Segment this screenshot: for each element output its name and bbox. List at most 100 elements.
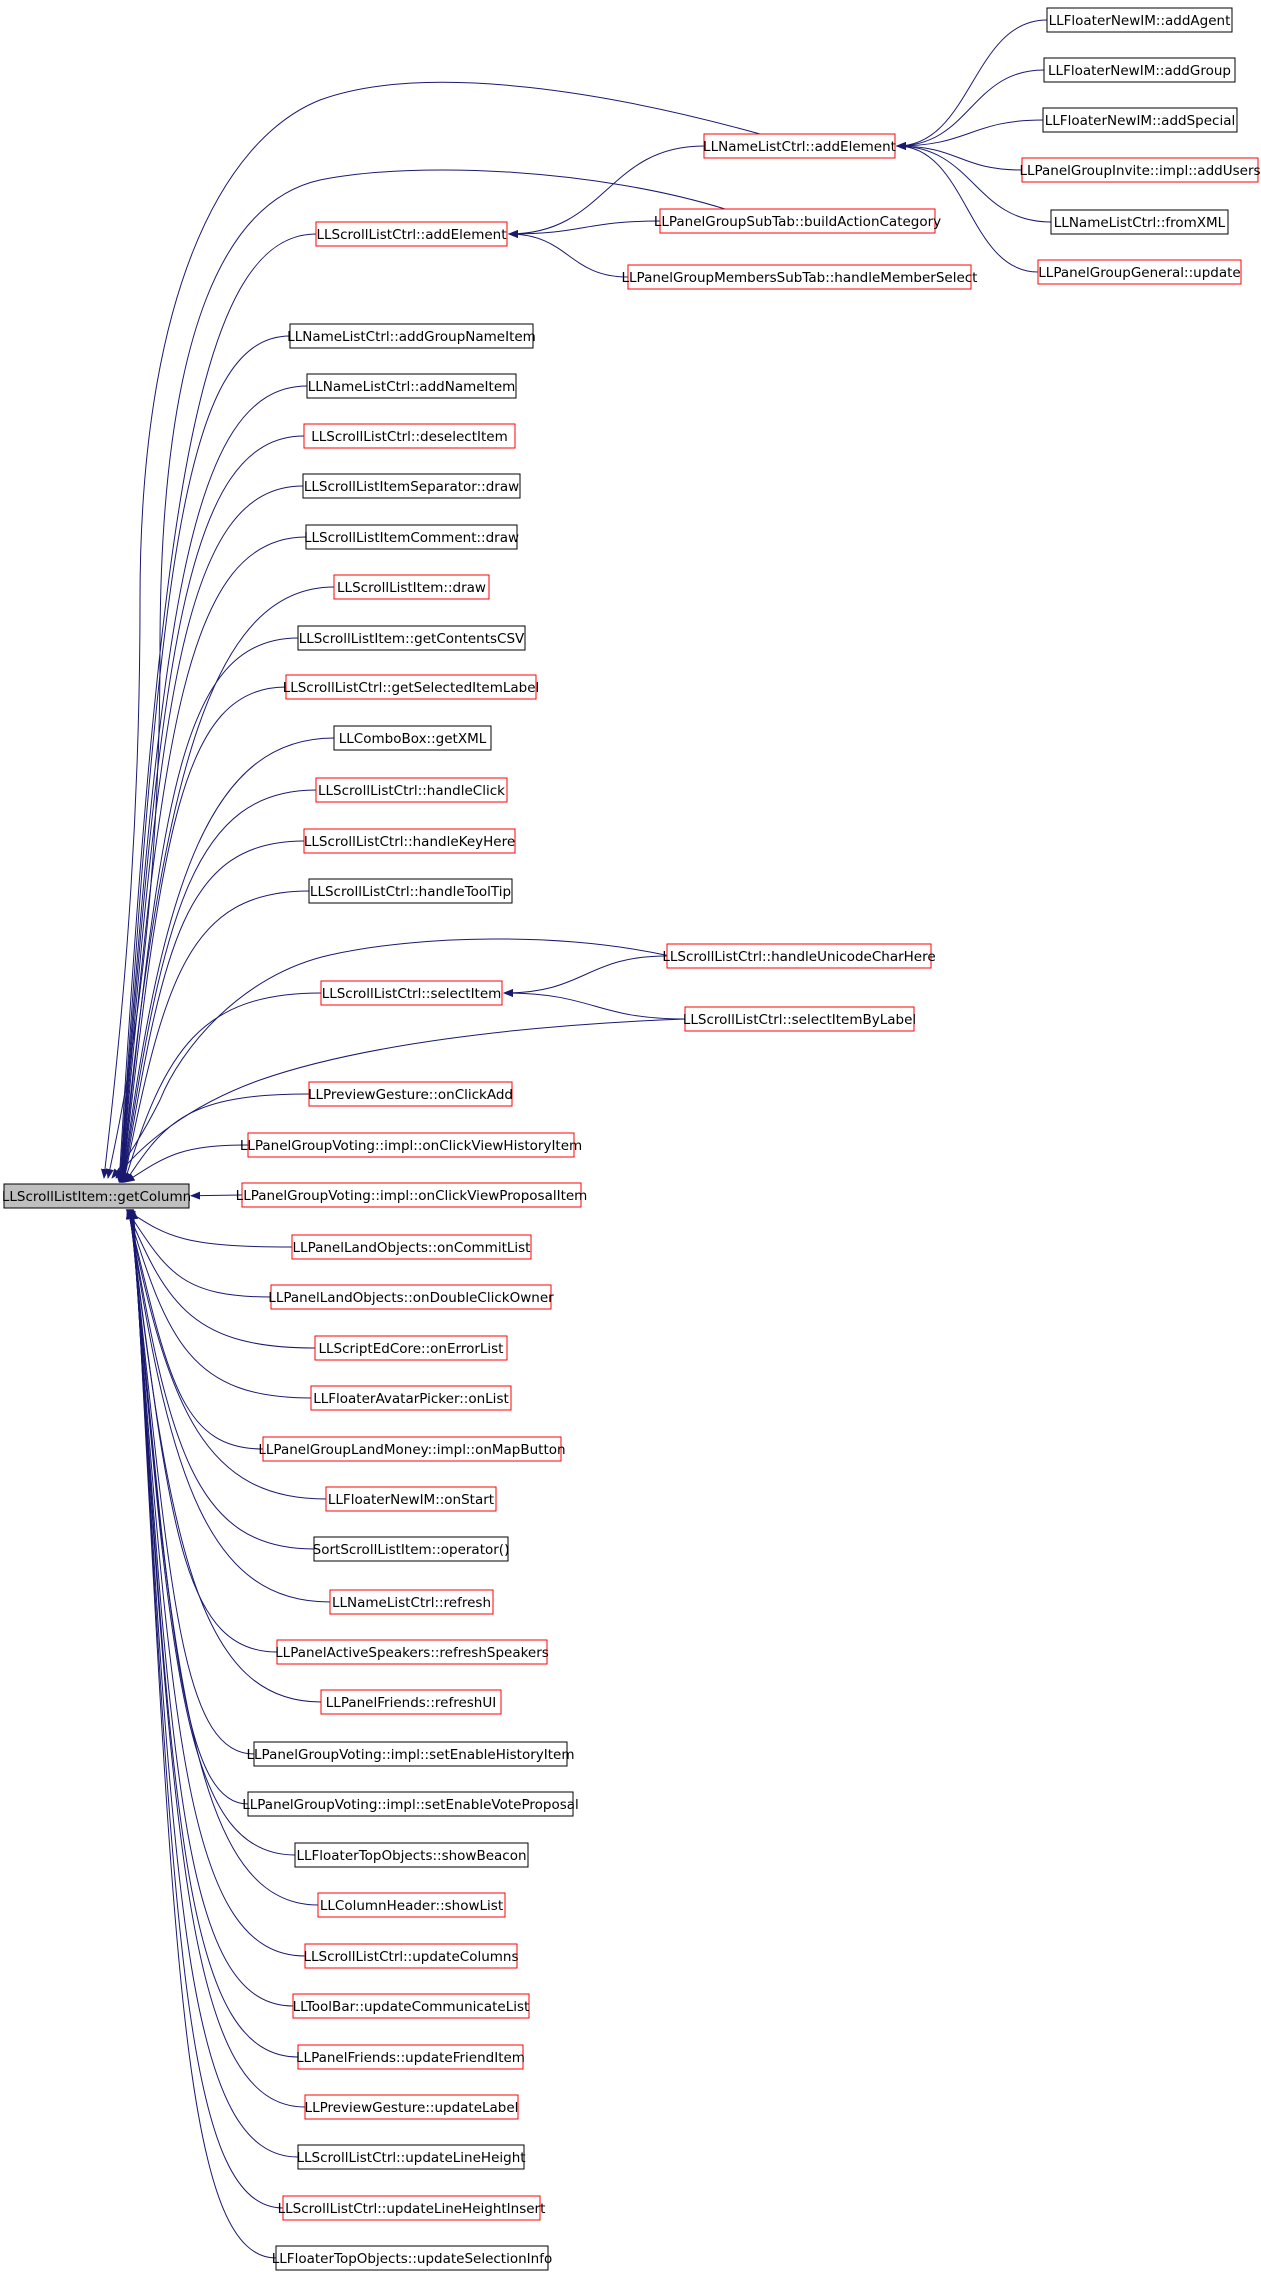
- edge-sc_selectByLabel-to-root: [115, 1018, 686, 1179]
- node-pf_refreshUI[interactable]: LLPanelFriends::refreshUI: [320, 1689, 502, 1715]
- node-pgst_build[interactable]: LLPanelGroupSubTab::buildActionCategory: [654, 208, 941, 234]
- node-label: LLNameListCtrl::fromXML: [1054, 215, 1226, 231]
- node-fim_addAgent[interactable]: LLFloaterNewIM::addAgent: [1046, 7, 1233, 33]
- node-sc_selectByLabel[interactable]: LLScrollListCtrl::selectItemByLabel: [683, 1006, 916, 1032]
- node-plo_commit[interactable]: LLPanelLandObjects::onCommitList: [291, 1234, 532, 1260]
- node-box: [1043, 57, 1236, 83]
- node-fto_selInfo[interactable]: LLFloaterTopObjects::updateSelectionInfo: [272, 2245, 552, 2271]
- node-sc_handleClick[interactable]: LLScrollListCtrl::handleClick: [315, 777, 508, 803]
- node-label: LLScrollListCtrl::selectItem: [322, 986, 502, 1002]
- edge-sc_lineHeight-to-root: [129, 1209, 299, 2158]
- node-sc_lineHeight[interactable]: LLScrollListCtrl::updateLineHeight: [296, 2144, 526, 2170]
- node-label: LLPanelLandObjects::onDoubleClickOwner: [268, 1290, 554, 1306]
- node-pglm_onMap[interactable]: LLPanelGroupLandMoney::impl::onMapButton: [258, 1436, 566, 1462]
- node-pas_refresh[interactable]: LLPanelActiveSpeakers::refreshSpeakers: [275, 1639, 549, 1665]
- node-box: [297, 2044, 524, 2070]
- node-label: LLScrollListCtrl::deselectItem: [311, 429, 507, 445]
- node-pgg_update[interactable]: LLPanelGroupGeneral::update: [1037, 259, 1242, 285]
- node-label: LLComboBox::getXML: [339, 731, 487, 747]
- node-nl_addNameItem[interactable]: LLNameListCtrl::addNameItem: [306, 373, 517, 399]
- node-box: [659, 208, 936, 234]
- node-box: [1037, 259, 1242, 285]
- node-fap_onList[interactable]: LLFloaterAvatarPicker::onList: [310, 1385, 512, 1411]
- edge-nl_refresh-to-root: [126, 1209, 331, 1603]
- node-fim_addGroup[interactable]: LLFloaterNewIM::addGroup: [1043, 57, 1236, 83]
- edge-pg_onClickAdd-to-root: [124, 1093, 310, 1183]
- node-box: [304, 2094, 519, 2120]
- node-box: [291, 1234, 532, 1260]
- node-label: LLScrollListCtrl::handleUnicodeCharHere: [662, 949, 935, 965]
- node-nl_addGroupNameItem[interactable]: LLNameListCtrl::addGroupNameItem: [287, 323, 536, 349]
- node-box: [3, 1183, 190, 1209]
- node-sc_handleKey[interactable]: LLScrollListCtrl::handleKeyHere: [303, 828, 516, 854]
- edge-sc_handleClick-to-root: [120, 789, 317, 1183]
- node-box: [297, 625, 526, 651]
- node-plo_dblclick[interactable]: LLPanelLandObjects::onDoubleClickOwner: [268, 1284, 554, 1310]
- node-sc_handleUnicode[interactable]: LLScrollListCtrl::handleUnicodeCharHere: [662, 943, 936, 969]
- node-box: [666, 943, 932, 969]
- node-label: LLPanelActiveSpeakers::refreshSpeakers: [275, 1645, 549, 1661]
- node-box: [314, 1335, 508, 1361]
- node-sep_draw[interactable]: LLScrollListItemSeparator::draw: [302, 473, 521, 499]
- node-sec_onError[interactable]: LLScriptEdCore::onErrorList: [314, 1335, 508, 1361]
- node-box: [270, 1284, 552, 1310]
- node-label: LLScriptEdCore::onErrorList: [319, 1341, 504, 1357]
- node-pgv_viewProposal[interactable]: LLPanelGroupVoting::impl::onClickViewPro…: [236, 1182, 588, 1208]
- edge-sc_lineHeightIns-to-root: [129, 1209, 284, 2209]
- edge-tb_updateComm-to-root: [128, 1209, 294, 2007]
- node-box: [627, 264, 972, 290]
- node-label: LLFloaterNewIM::addGroup: [1048, 63, 1231, 79]
- node-sc_selectItem[interactable]: LLScrollListCtrl::selectItem: [320, 980, 503, 1006]
- edge-sc_getSelLabel-to-root: [119, 686, 287, 1183]
- node-sc_lineHeightIns[interactable]: LLScrollListCtrl::updateLineHeightInsert: [278, 2195, 546, 2221]
- node-nl_refresh[interactable]: LLNameListCtrl::refresh: [329, 1589, 494, 1615]
- node-box: [297, 2144, 525, 2170]
- node-label: LLNameListCtrl::addNameItem: [308, 379, 516, 395]
- edge-pgv_viewProposal-to-root: [190, 1191, 243, 1200]
- node-pgv_enableHistory[interactable]: LLPanelGroupVoting::impl::setEnableHisto…: [247, 1741, 575, 1767]
- node-cb_getXML[interactable]: LLComboBox::getXML: [333, 725, 492, 751]
- node-box: [320, 1689, 502, 1715]
- node-label: LLPanelGroupGeneral::update: [1038, 265, 1240, 281]
- node-label: LLScrollListItem::getContentsCSV: [299, 631, 525, 647]
- node-pgv_viewHistory[interactable]: LLPanelGroupVoting::impl::onClickViewHis…: [240, 1132, 582, 1158]
- node-sc_updateColumns[interactable]: LLScrollListCtrl::updateColumns: [303, 1943, 519, 1969]
- node-pgms_handle[interactable]: LLPanelGroupMembersSubTab::handleMemberS…: [622, 264, 978, 290]
- node-fto_beacon[interactable]: LLFloaterTopObjects::showBeacon: [294, 1842, 529, 1868]
- node-pgi_addUsers[interactable]: LLPanelGroupInvite::impl::addUsers: [1019, 157, 1261, 183]
- node-pgv_enableVote[interactable]: LLPanelGroupVoting::impl::setEnableVoteP…: [242, 1791, 579, 1817]
- node-root[interactable]: LLScrollListItem::getColumn: [2, 1183, 191, 1209]
- node-box: [304, 1943, 518, 1969]
- node-box: [315, 221, 508, 247]
- node-nl_fromXML[interactable]: LLNameListCtrl::fromXML: [1050, 209, 1229, 235]
- node-label: LLScrollListCtrl::handleToolTip: [310, 884, 511, 900]
- edge-fim_addAgent-to-nl_addElement: [896, 19, 1048, 150]
- node-tb_updateComm[interactable]: LLToolBar::updateCommunicateList: [292, 1993, 530, 2019]
- node-sort_op[interactable]: SortScrollListItem::operator(): [313, 1536, 510, 1562]
- node-box: [317, 1892, 506, 1918]
- node-ch_showList[interactable]: LLColumnHeader::showList: [317, 1892, 506, 1918]
- edge-cb_getXML-to-root: [119, 737, 335, 1183]
- edge-sep_draw-to-root: [117, 485, 304, 1183]
- node-box: [1050, 209, 1229, 235]
- node-nl_addElement[interactable]: LLNameListCtrl::addElement: [703, 133, 896, 159]
- node-item_draw[interactable]: LLScrollListItem::draw: [333, 574, 490, 600]
- node-sc_handleTip[interactable]: LLScrollListCtrl::handleToolTip: [308, 878, 513, 904]
- node-sc_deselectItem[interactable]: LLScrollListCtrl::deselectItem: [303, 423, 516, 449]
- node-box: [313, 1536, 509, 1562]
- node-box: [325, 1486, 497, 1512]
- node-sc_addElement[interactable]: LLScrollListCtrl::addElement: [315, 221, 508, 247]
- node-pf_updateFriend[interactable]: LLPanelFriends::updateFriendItem: [296, 2044, 525, 2070]
- node-label: LLScrollListCtrl::handleKeyHere: [304, 834, 515, 850]
- node-fim_addSpecial[interactable]: LLFloaterNewIM::addSpecial: [1042, 107, 1238, 133]
- edge-nl_fromXML-to-nl_addElement: [896, 142, 1052, 223]
- node-label: LLFloaterNewIM::addAgent: [1049, 13, 1231, 29]
- node-pg_onClickAdd[interactable]: LLPreviewGesture::onClickAdd: [308, 1081, 513, 1107]
- node-cmt_draw[interactable]: LLScrollListItemComment::draw: [304, 524, 519, 550]
- node-fim_onStart[interactable]: LLFloaterNewIM::onStart: [325, 1486, 497, 1512]
- node-item_csv[interactable]: LLScrollListItem::getContentsCSV: [297, 625, 526, 651]
- node-label: LLPanelGroupMembersSubTab::handleMemberS…: [622, 270, 978, 286]
- node-pg_updateLabel[interactable]: LLPreviewGesture::updateLabel: [304, 2094, 519, 2120]
- node-sc_getSelLabel[interactable]: LLScrollListCtrl::getSelectedItemLabel: [283, 674, 540, 700]
